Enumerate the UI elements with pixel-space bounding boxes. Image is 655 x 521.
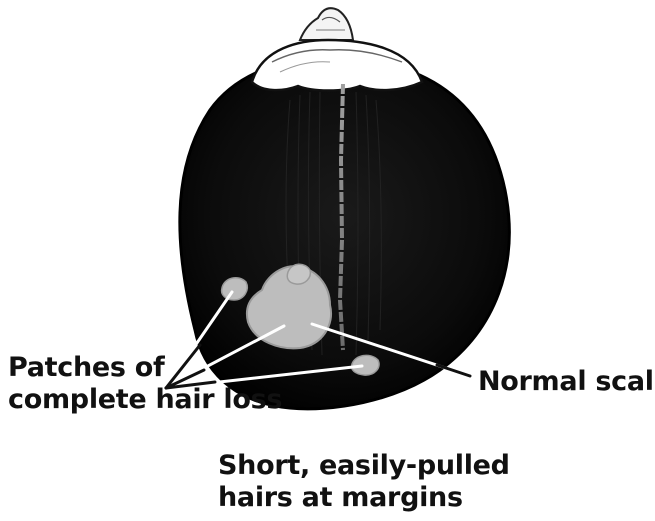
label-patches-line1: Patches of	[8, 352, 282, 384]
label-patches-of-hair-loss: Patches of complete hair loss	[8, 352, 282, 416]
nose-tip	[300, 8, 353, 40]
bald-patch-small-left	[222, 278, 248, 300]
label-short-hairs: Short, easily-pulled hairs at margins	[218, 450, 510, 514]
label-short-line1: Short, easily-pulled	[218, 450, 510, 482]
forehead-skin	[252, 40, 422, 91]
label-short-line2: hairs at margins	[218, 482, 510, 514]
label-patches-line2: complete hair loss	[8, 384, 282, 416]
label-normal-scalp: Normal scalp	[478, 366, 655, 398]
bald-patch-top	[287, 264, 310, 284]
